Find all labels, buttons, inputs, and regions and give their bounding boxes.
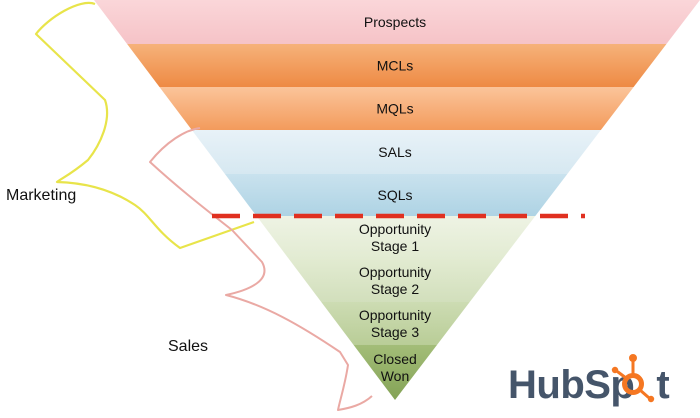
marketing-label: Marketing: [6, 187, 76, 204]
funnel-stage-label-2: MCLs: [377, 58, 414, 74]
funnel-band-6: [256, 216, 536, 259]
sales-label: Sales: [168, 338, 208, 355]
funnel-band-2: [127, 44, 667, 87]
funnel-band-3: [159, 87, 634, 130]
sprocket-icon: [611, 354, 655, 403]
funnel-stage-label-1: Prospects: [364, 14, 426, 30]
funnel-bands: [94, 0, 700, 400]
logo-text-part2: t: [656, 363, 669, 407]
funnel-band-8: [321, 302, 470, 345]
funnel-band-1: [94, 0, 700, 44]
sales-bracket: [149, 127, 373, 411]
funnel-band-4: [191, 130, 601, 174]
funnel-stage-label-3: MQLs: [376, 101, 413, 117]
funnel-stage-label-5: SQLs: [377, 187, 412, 203]
marketing-bracket: [34, 1, 255, 250]
funnel-band-9: [353, 345, 437, 400]
funnel-band-7: [288, 259, 503, 302]
funnel-band-5: [224, 174, 568, 216]
funnel-stage-label-4: SALs: [378, 144, 411, 160]
